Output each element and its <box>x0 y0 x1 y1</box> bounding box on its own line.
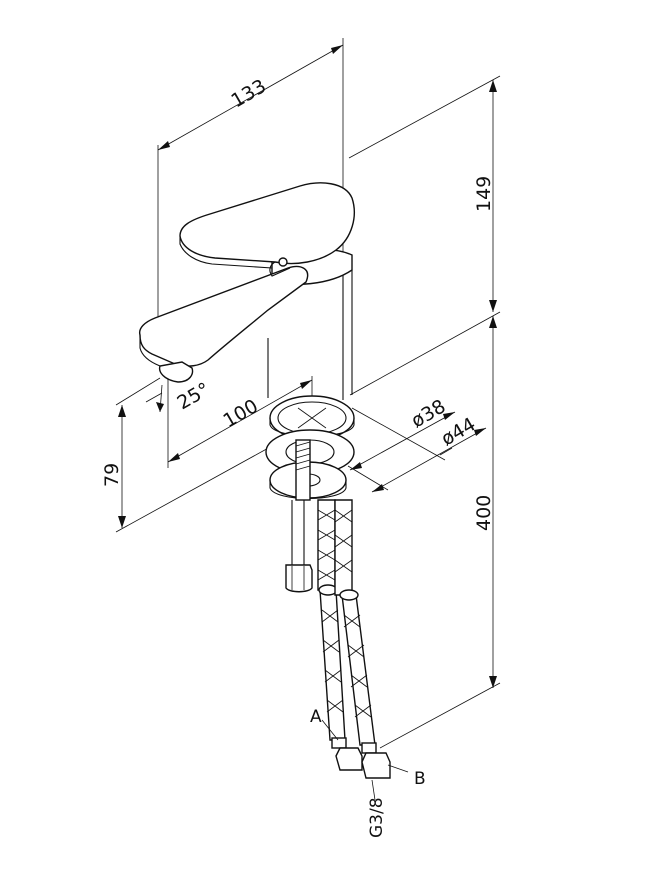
dim-100-label: 100 <box>220 395 262 432</box>
label-thread: G3/8 <box>367 797 387 838</box>
faucet-body <box>138 182 355 400</box>
mounting-hardware <box>265 395 355 593</box>
dim-44-label: ø44 <box>438 413 480 450</box>
threaded-rod <box>295 439 311 501</box>
label-b: B <box>414 769 426 789</box>
hoses <box>317 499 409 801</box>
label-a: A <box>310 707 322 727</box>
dim-149-label: 149 <box>473 176 495 212</box>
dim-79-label: 79 <box>101 463 123 487</box>
hose-a <box>317 499 363 771</box>
dim-400-label: 400 <box>473 495 495 531</box>
dimension-lines <box>115 38 501 749</box>
dim-25-label: 25° <box>174 378 214 414</box>
part-labels: A B G3/8 <box>310 707 426 838</box>
hose-b <box>334 499 391 779</box>
